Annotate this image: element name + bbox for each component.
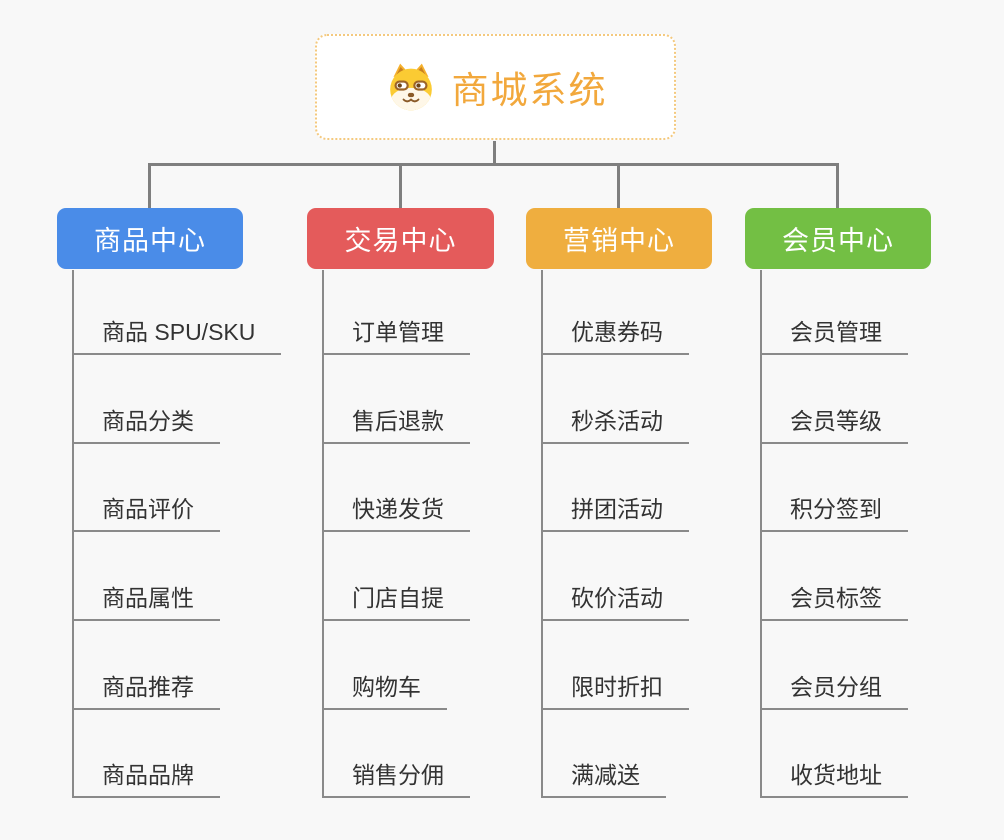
child-node[interactable]: 会员分组 — [760, 676, 908, 710]
child-node[interactable]: 积分签到 — [760, 498, 908, 532]
child-node[interactable]: 收货地址 — [760, 764, 908, 798]
child-node[interactable]: 商品 SPU/SKU — [72, 321, 282, 355]
root-node[interactable]: 商城系统 — [315, 34, 676, 140]
child-node[interactable]: 商品推荐 — [72, 676, 220, 710]
child-node[interactable]: 优惠券码 — [541, 321, 689, 355]
branch-node-member-center[interactable]: 会员中心 — [745, 208, 931, 269]
child-node[interactable]: 销售分佣 — [322, 764, 470, 798]
root-connector-vertical — [493, 141, 496, 164]
child-node[interactable]: 商品品牌 — [72, 764, 220, 798]
branch-children-spine — [760, 270, 762, 798]
branch-node-product-center[interactable]: 商品中心 — [57, 208, 243, 269]
branch-children-spine — [72, 270, 74, 798]
child-node[interactable]: 商品属性 — [72, 587, 220, 621]
child-node[interactable]: 秒杀活动 — [541, 410, 689, 444]
root-connector-bus — [148, 163, 839, 166]
branch-connector-drop — [617, 164, 620, 208]
branch-node-marketing-center[interactable]: 营销中心 — [526, 208, 712, 269]
root-node-label: 商城系统 — [451, 70, 608, 111]
branch-connector-drop — [836, 164, 839, 208]
child-node[interactable]: 商品评价 — [72, 498, 220, 532]
child-node[interactable]: 会员管理 — [760, 321, 908, 355]
child-node[interactable]: 会员标签 — [760, 587, 908, 621]
branch-connector-drop — [399, 164, 402, 208]
dog-face-icon — [389, 63, 432, 111]
child-node[interactable]: 门店自提 — [322, 587, 470, 621]
branch-node-trade-center[interactable]: 交易中心 — [307, 208, 494, 269]
child-node[interactable]: 购物车 — [322, 676, 447, 710]
child-node[interactable]: 商品分类 — [72, 410, 220, 444]
child-node[interactable]: 限时折扣 — [541, 676, 689, 710]
child-node[interactable]: 快递发货 — [322, 498, 470, 532]
branch-children-spine — [322, 270, 324, 798]
child-node[interactable]: 拼团活动 — [541, 498, 689, 532]
child-node[interactable]: 满减送 — [541, 764, 666, 798]
child-node[interactable]: 会员等级 — [760, 410, 908, 444]
child-node[interactable]: 订单管理 — [322, 321, 470, 355]
child-node[interactable]: 砍价活动 — [541, 587, 689, 621]
child-node[interactable]: 售后退款 — [322, 410, 470, 444]
branch-children-spine — [541, 270, 543, 798]
branch-connector-drop — [148, 164, 151, 208]
